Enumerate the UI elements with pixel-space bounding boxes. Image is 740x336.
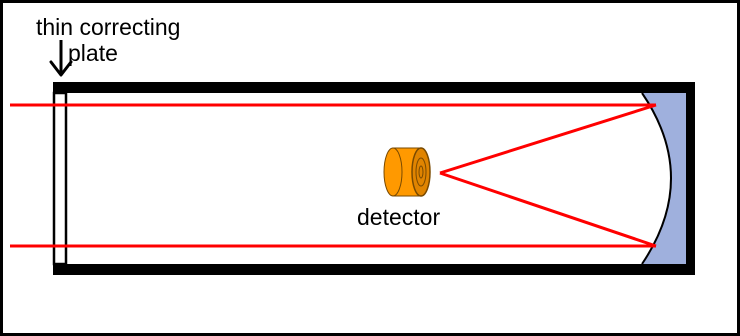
correcting-plate-label-line1: thin correcting (36, 14, 181, 40)
tube-bottom-wall (53, 264, 695, 275)
detector-label: detector (357, 204, 441, 230)
tube-top-wall (53, 82, 695, 93)
primary-mirror-surface (641, 92, 672, 265)
correcting-plate (52, 91, 68, 266)
reflected-ray-top (439, 103, 657, 175)
detector (383, 147, 431, 197)
correcting-plate-label-line2: plate (68, 40, 118, 66)
detector-face-inner (415, 157, 427, 187)
down-arrow-icon (49, 40, 73, 77)
detector-face (411, 147, 431, 197)
detector-back-cap (383, 147, 403, 197)
detector-face-core (418, 165, 424, 179)
primary-mirror (642, 93, 686, 264)
tube-back-wall (686, 82, 695, 275)
reflected-ray-bottom (439, 171, 657, 248)
